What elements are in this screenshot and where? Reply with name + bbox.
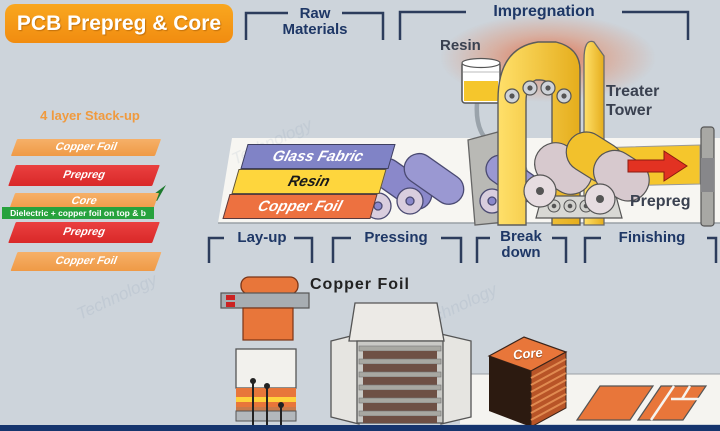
core-stack — [487, 336, 568, 428]
press-platens — [358, 345, 442, 423]
band-resin: Resin — [231, 169, 387, 194]
stack-layer-prepreg-top: Prepreg — [8, 165, 160, 186]
stage-lay-up: Lay-up — [237, 229, 287, 246]
core-layer-lines — [530, 358, 567, 421]
press-machine — [330, 302, 472, 425]
stage-impregnation: Impregnation — [493, 3, 595, 20]
tray-rollers — [547, 199, 593, 213]
stage-break-down: Break down — [484, 229, 558, 261]
stage-brackets — [207, 10, 718, 263]
treater-tower-label: Treater Tower — [606, 82, 702, 120]
stage-finishing: Finishing — [618, 229, 686, 246]
resin-label: Resin — [440, 37, 481, 54]
band-glass-fabric: Glass Fabric — [240, 144, 396, 169]
stack-layer-copper-bottom: Copper Foil — [10, 252, 162, 271]
bottom-bar — [0, 425, 720, 431]
core-note: Dielectric + copper foil on top & b — [2, 207, 154, 219]
stage-raw-materials-line1: Raw — [299, 5, 331, 22]
stage-pressing: Pressing — [364, 229, 428, 246]
flow-arrow — [627, 150, 688, 182]
svg-text:Technology: Technology — [74, 269, 162, 323]
band-copper-foil: Copper Foil — [222, 194, 378, 219]
output-rollers — [523, 126, 715, 227]
stage-raw-materials: Raw Materials — [252, 6, 378, 38]
stage-break-down-line2: down — [501, 244, 541, 261]
prepreg-label: Prepreg — [630, 193, 691, 210]
treater-tower-line2: Tower — [606, 102, 652, 119]
stack-layer-prepreg-bottom: Prepreg — [8, 222, 160, 243]
finished-panels — [575, 385, 708, 421]
stack-layer-copper-top: Copper Foil — [10, 139, 162, 156]
copper-foil-roll-label: Copper Foil — [310, 276, 410, 293]
stage-raw-materials-line2: Materials — [282, 21, 348, 38]
page-title: PCB Prepreg & Core — [5, 4, 233, 43]
tower-rollers — [504, 80, 572, 104]
stack-up-title: 4 layer Stack-up — [40, 108, 140, 123]
lay-up-machine — [220, 276, 310, 430]
treater-tower-line1: Treater — [606, 83, 660, 100]
stage-break-down-line1: Break — [500, 228, 542, 245]
